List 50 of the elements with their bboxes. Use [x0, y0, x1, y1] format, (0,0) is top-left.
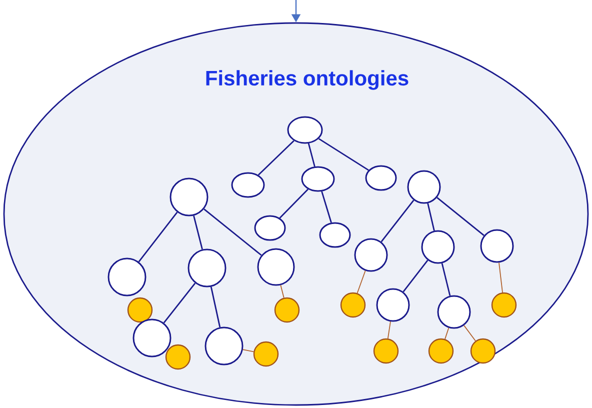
instance-node — [253, 341, 279, 367]
tree-edge — [210, 286, 221, 328]
instance-node — [470, 338, 496, 364]
tree-edge — [464, 325, 476, 342]
instance-node — [373, 338, 399, 364]
instance-node — [340, 292, 366, 318]
instance-node — [428, 338, 454, 364]
tree-edge — [163, 282, 196, 324]
tree-edge — [436, 197, 484, 236]
concept-node — [108, 258, 146, 296]
concept-node — [254, 215, 286, 241]
tree-edge — [242, 349, 254, 352]
concept-node — [301, 166, 335, 192]
tree-edge — [427, 203, 435, 231]
tree-edge — [193, 216, 203, 250]
tree-edge — [387, 321, 391, 339]
tree-edge — [441, 263, 451, 296]
tree-edge — [498, 262, 503, 293]
concept-node — [437, 295, 471, 329]
tree-edge — [402, 260, 428, 292]
concept-node — [204, 326, 244, 366]
tree-edge — [280, 284, 284, 298]
concept-node — [319, 222, 351, 248]
title-text: Fisheries ontologies — [206, 70, 408, 90]
concept-node — [421, 230, 455, 264]
concept-node — [287, 116, 323, 144]
instance-node — [274, 297, 300, 323]
tree-edge — [308, 143, 316, 167]
tree-edge — [356, 270, 366, 294]
tree-edge — [318, 138, 369, 171]
concept-node — [354, 238, 388, 272]
instance-node — [491, 292, 517, 318]
concept-node — [376, 288, 410, 322]
tree-edge — [258, 140, 294, 176]
concept-node — [365, 165, 397, 191]
concept-node — [480, 229, 514, 263]
tree-edge — [321, 191, 332, 223]
concept-node — [231, 172, 265, 198]
concept-node — [257, 248, 295, 286]
concept-node — [407, 170, 441, 204]
concept-node — [170, 178, 208, 216]
tree-edge — [444, 327, 450, 340]
tree-edge — [138, 212, 178, 262]
instance-node — [165, 344, 191, 370]
tree-edge — [279, 188, 308, 218]
tree-edge — [204, 208, 262, 256]
concept-node — [132, 318, 172, 358]
instance-node — [127, 297, 153, 323]
tree-edge — [380, 200, 414, 242]
concept-node — [188, 248, 226, 288]
